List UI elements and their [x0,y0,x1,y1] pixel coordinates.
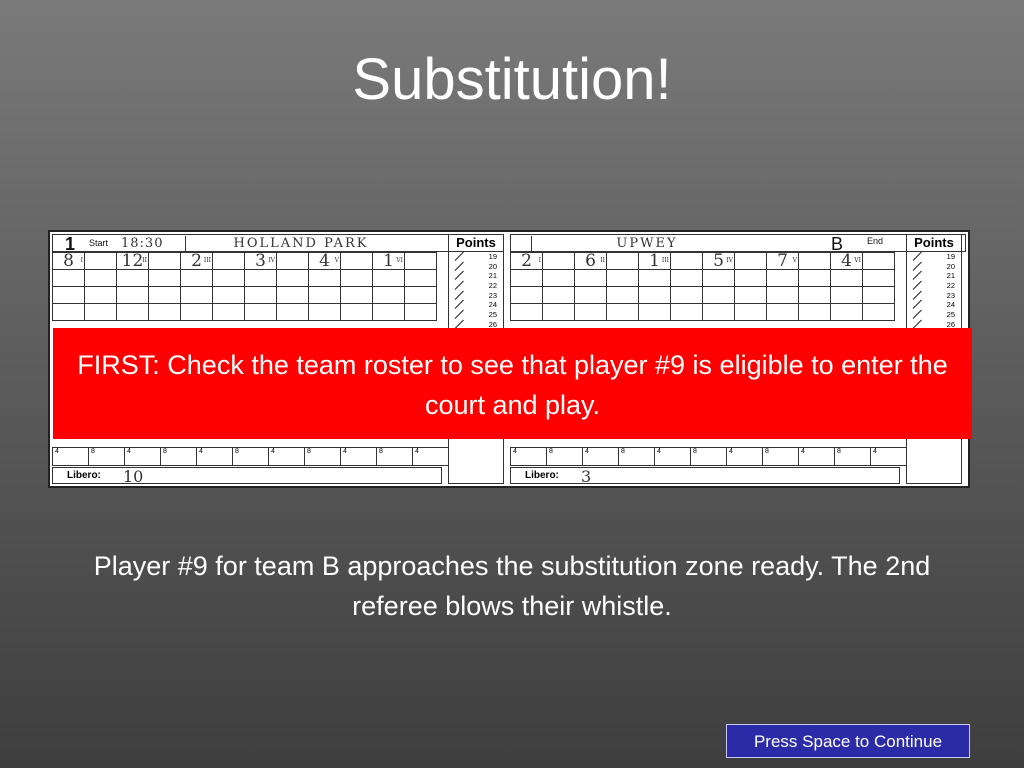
substitution-row [52,303,437,321]
point-number: 21 [907,271,961,281]
team-b-header: UPWEY B End [510,234,966,254]
point-number: 23 [449,291,503,301]
substitution-row [510,303,895,321]
team-b-name: UPWEY [531,236,762,251]
libero-label: Libero: [67,470,101,481]
instruction-banner: FIRST: Check the team roster to see that… [53,328,972,439]
point-number: 19 [907,252,961,262]
team-b-libero-number: 3 [581,467,592,486]
points-label: Points [449,235,503,252]
start-label: Start [89,238,109,248]
substitution-row [510,269,895,287]
substitution-row [510,286,895,304]
team-a-libero-number: 10 [123,467,144,486]
substitution-row [52,269,437,287]
lineup-cell [670,252,703,270]
substitution-row [52,286,437,304]
point-number: 24 [907,300,961,310]
point-number: 25 [449,310,503,320]
lineup-cell [276,252,309,270]
lineup-cell [542,252,575,270]
lineup-cell [212,252,245,270]
lineup-cell [404,252,437,270]
team-b-service-row: 48 48 48 48 48 48 [510,447,943,466]
point-number: 22 [449,281,503,291]
team-b-libero-row: Libero: 3 [510,467,900,486]
lineup-cell [862,252,895,270]
set-number: 1 [65,234,76,254]
continue-button[interactable]: Press Space to Continue [726,724,970,758]
start-time: 18:30 [121,236,164,251]
point-number: 19 [449,252,503,262]
point-number: 26 [449,320,503,330]
team-b-letter: B [830,234,843,254]
team-a-service-row: 48 48 48 48 48 48 [52,447,485,466]
points-list: 19 20 21 22 23 24 25 26 [907,252,961,330]
point-number: 23 [907,291,961,301]
team-a-name: HOLLAND PARK [185,236,416,251]
lineup-cell [84,252,117,270]
slide-caption: Player #9 for team B approaches the subs… [93,551,931,621]
points-list: 19 20 21 22 23 24 25 26 [449,252,503,330]
libero-label: Libero: [525,470,559,481]
points-label: Points [907,235,961,252]
team-a-header: 1 Start 18:30 HOLLAND PARK A [52,234,500,254]
lineup-cell [148,252,181,270]
lineup-cell [606,252,639,270]
point-number: 24 [449,300,503,310]
lineup-cell [734,252,767,270]
point-number: 21 [449,271,503,281]
lineup-cell [340,252,373,270]
point-number: 25 [907,310,961,320]
point-number: 20 [907,262,961,272]
end-label: End [866,236,883,246]
slide-title: Substitution! [352,47,672,112]
team-a-libero-row: Libero: 10 [52,467,442,486]
point-number: 22 [907,281,961,291]
point-number: 26 [907,320,961,330]
point-number: 20 [449,262,503,272]
lineup-cell [798,252,831,270]
